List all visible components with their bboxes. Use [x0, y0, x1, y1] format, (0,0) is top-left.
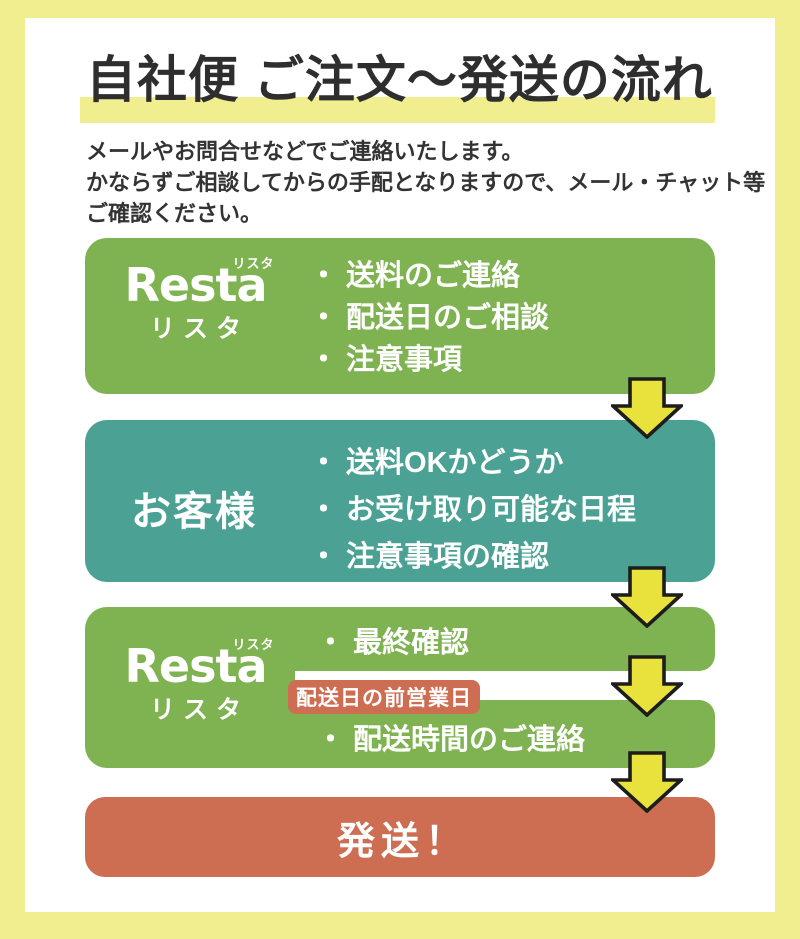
list-item: ・ 最終確認 [316, 627, 470, 659]
step2-item-list: ・ 送料OKかどうか ・ お受け取り可能な日程 ・ 注意事項の確認 [309, 440, 636, 581]
step2-customer-box: お客様 ・ 送料OKかどうか ・ お受け取り可能な日程 ・ 注意事項の確認 [85, 420, 715, 582]
arrow-down-icon [611, 566, 683, 628]
intro-text: メールやお問合せなどでご連絡いたします。 かならずご相談してからの手配となります… [86, 136, 765, 229]
arrow-down-icon [611, 377, 683, 439]
resta-logo-kana: リスタ [149, 696, 249, 724]
resta-logo: Resta リスタ リスタ [108, 638, 283, 726]
resta-logo-kana: リスタ [149, 315, 249, 343]
final-shipping-box: 発送！ [85, 797, 715, 877]
intro-line: メールやお問合せなどでご連絡いたします。 [86, 139, 524, 164]
title-highlight [80, 97, 715, 123]
page-title: 自社便 ご注文～発送の流れ [86, 52, 713, 108]
step3-resta-box-left: Resta リスタ リスタ [85, 607, 295, 768]
intro-line: かならずご相談してからの手配となりますので、メール・チャット等 [86, 170, 766, 195]
list-item: ・ 注意事項 [309, 344, 463, 376]
step1-resta-box: Resta リスタ リスタ ・ 送料のご連絡 ・ 配送日のご相談 ・ 注意事項 [85, 238, 715, 394]
shipping-label: 発送！ [336, 820, 469, 863]
intro-line: ご確認ください。 [86, 201, 263, 226]
resta-logo-wordmark-wrap: Resta リスタ [124, 638, 273, 689]
resta-logo-wordmark-wrap: Resta リスタ [124, 257, 273, 308]
resta-logo-kana-small: リスタ [232, 256, 275, 271]
list-item: ・ 送料OKかどうか [309, 447, 564, 479]
list-item: ・ お受け取り可能な日程 [309, 494, 637, 526]
customer-label: お客様 [131, 490, 257, 534]
list-item: ・ 配送日のご相談 [309, 302, 550, 334]
resta-logo-wordmark: Resta [124, 639, 267, 693]
resta-logo-wordmark: Resta [124, 258, 267, 312]
resta-logo-kana-small: リスタ [232, 637, 275, 652]
arrow-down-icon [611, 655, 683, 717]
step1-item-list: ・ 送料のご連絡 ・ 配送日のご相談 ・ 注意事項 [309, 255, 549, 381]
list-item: ・ 送料のご連絡 [309, 260, 521, 292]
list-item: ・ 配送時間のご連絡 [316, 724, 586, 756]
pre-delivery-day-badge: 配送日の前営業日 [288, 680, 480, 714]
resta-logo: Resta リスタ リスタ [108, 257, 283, 345]
arrow-down-icon [611, 751, 683, 813]
list-item: ・ 注意事項の確認 [309, 541, 550, 573]
